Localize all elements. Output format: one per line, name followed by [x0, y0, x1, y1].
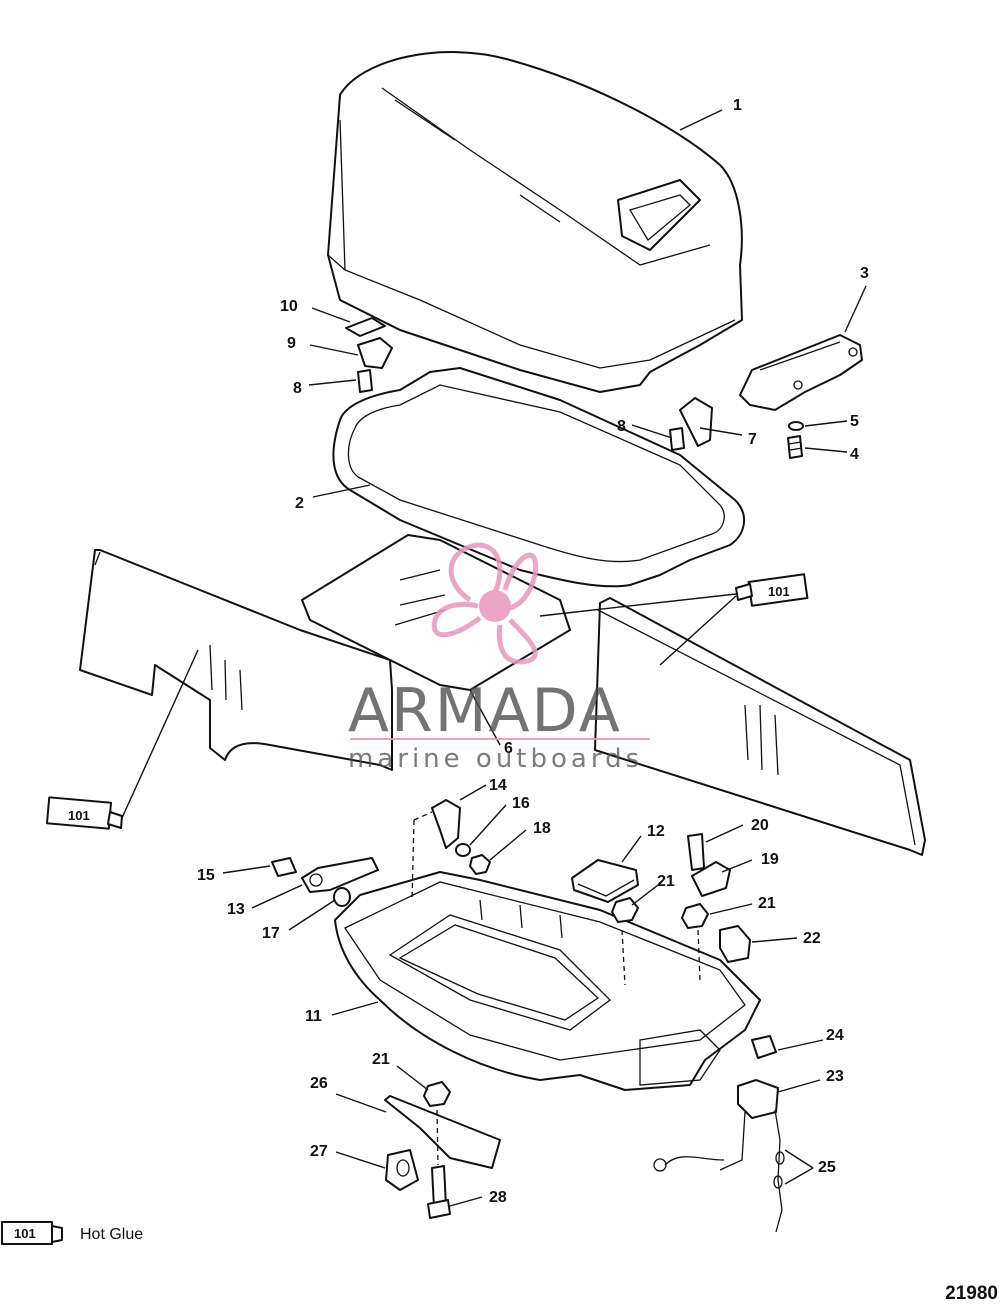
- callout-13: 13: [227, 901, 245, 918]
- callout-26: 26: [310, 1075, 328, 1092]
- screw-4-part: [787, 435, 803, 459]
- clip-7-part: [679, 397, 713, 447]
- callout-15: 15: [197, 867, 215, 884]
- callout-21a: 21: [657, 873, 675, 890]
- callout-22: 22: [803, 930, 821, 947]
- callout-12: 12: [647, 823, 665, 840]
- washer-5-part: [788, 421, 804, 431]
- watermark-title: ARMADA: [348, 676, 622, 746]
- callout-1: 1: [733, 97, 742, 114]
- callout-9: 9: [287, 335, 296, 352]
- grommet-27-part: [385, 1149, 419, 1191]
- callout-2: 2: [295, 495, 304, 512]
- callout-21b: 21: [758, 895, 776, 912]
- callout-16: 16: [512, 795, 530, 812]
- bushing-17-part: [333, 887, 351, 907]
- glue-tube-left-label: 101: [68, 808, 90, 823]
- callout-20: 20: [751, 817, 769, 834]
- legend-hot-glue-text: Hot Glue: [80, 1226, 144, 1243]
- nut-18-part: [469, 854, 491, 875]
- glue-tube-right-label: 101: [768, 584, 790, 599]
- clip-24-part: [751, 1035, 777, 1059]
- legend-glue-symbol: 101: [1, 1221, 63, 1245]
- callout-17: 17: [262, 925, 280, 942]
- grommet-22-part: [719, 925, 751, 963]
- callout-14: 14: [489, 777, 507, 794]
- figure-id: 21980: [945, 1283, 998, 1304]
- bracket-9-part: [357, 337, 393, 369]
- bottom-cowl-part: [334, 871, 761, 1091]
- callout-8a: 8: [293, 380, 302, 397]
- callout-6: 6: [504, 740, 513, 757]
- callout-25: 25: [818, 1159, 836, 1176]
- watermark-subtitle: marine outboards: [348, 744, 644, 774]
- callout-4: 4: [850, 446, 859, 463]
- bracket-19-part: [691, 861, 731, 897]
- top-cowl-part: [327, 51, 743, 393]
- watermark-divider: [350, 738, 650, 740]
- watermark-propeller-logo: [431, 542, 539, 665]
- screw-8a-part: [357, 369, 373, 393]
- callout-23: 23: [826, 1068, 844, 1085]
- glue-tube-right: 101: [735, 573, 809, 607]
- grommet-12-part: [571, 859, 639, 903]
- callout-5: 5: [850, 413, 859, 430]
- callout-24: 24: [826, 1027, 844, 1044]
- legend-symbol-label: 101: [14, 1226, 36, 1241]
- lever-13-part: [301, 857, 379, 893]
- nut-21b-part: [681, 903, 709, 929]
- leader-lines: [121, 109, 867, 1207]
- callout-7: 7: [748, 431, 757, 448]
- callout-18: 18: [533, 820, 551, 837]
- plate-26-part: [384, 1095, 501, 1169]
- nut-21a-part: [611, 897, 639, 923]
- callout-numbers: 1 2 3 4 5 6 7 8 8 9 10 11 12 13 14 15 16…: [197, 97, 869, 1206]
- lanyard-25-part: [773, 1109, 785, 1233]
- washer-16-part: [455, 843, 471, 857]
- right-side-panel-part: [594, 597, 926, 856]
- nut-21c-part: [423, 1081, 451, 1107]
- callout-21c: 21: [372, 1051, 390, 1068]
- bolt-28-part: [427, 1165, 451, 1219]
- assembly-lines: [411, 811, 701, 1166]
- latch-bracket-part: [739, 334, 863, 411]
- callout-3: 3: [860, 265, 869, 282]
- callout-8b: 8: [617, 418, 626, 435]
- callout-27: 27: [310, 1143, 328, 1160]
- screw-15-part: [271, 857, 297, 877]
- switch-23-part: [653, 1079, 779, 1172]
- glue-tube-left: 101: [45, 796, 123, 830]
- callout-19: 19: [761, 851, 779, 868]
- bracket-14-part: [431, 799, 461, 849]
- callout-28: 28: [489, 1189, 507, 1206]
- callout-10: 10: [280, 298, 298, 315]
- plate-10-part: [345, 317, 386, 337]
- cowl-seal-part: [332, 367, 745, 588]
- left-side-panel-part: [79, 549, 393, 771]
- screw-8b-part: [669, 427, 685, 451]
- bolt-20-part: [687, 833, 705, 871]
- callout-11: 11: [305, 1008, 322, 1025]
